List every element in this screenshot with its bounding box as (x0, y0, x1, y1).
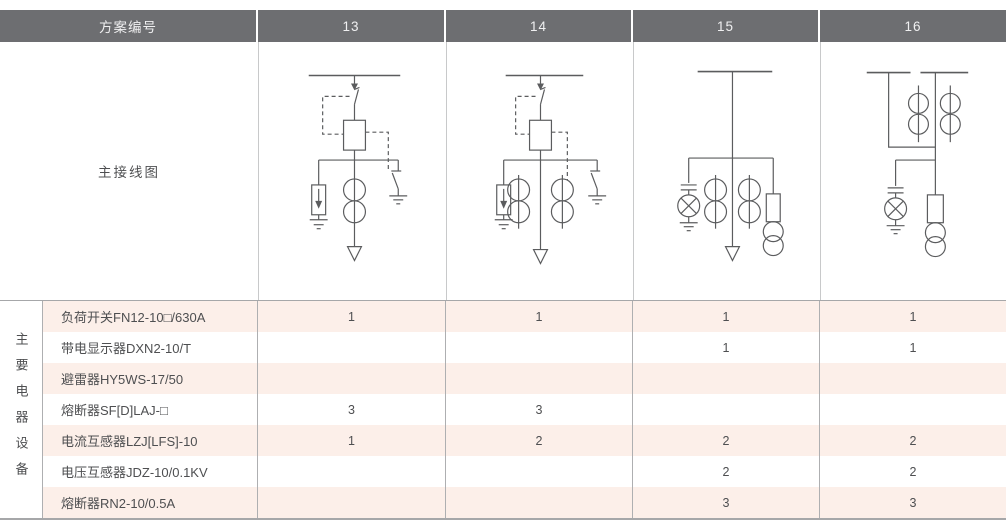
equipment-name: 熔断器RN2-10/0.5A (43, 487, 258, 518)
equipment-name: 带电显示器DXN2-10/T (43, 332, 258, 363)
main-wiring-diagram-row: 主接线图 (0, 42, 1006, 300)
load-switch-symbol (539, 86, 546, 121)
qty-cell: 1 (446, 301, 633, 332)
qty-cell: 3 (446, 394, 633, 425)
outgoing-feeder-arrow (724, 245, 741, 262)
qty-cell: 2 (633, 425, 820, 456)
qty-cell (258, 456, 446, 487)
qty-cell: 1 (820, 332, 1006, 363)
qty-cell: 3 (633, 487, 820, 518)
qty-cell (446, 332, 633, 363)
scheme-number-header: 方案编号 (0, 10, 258, 42)
current-transformer-symbol (939, 85, 961, 143)
live-display-symbol (884, 160, 908, 235)
equipment-name: 电流互感器LZJ[LFS]-10 (43, 425, 258, 456)
scheme-col-15: 15 (633, 10, 820, 42)
equipment-name: 电压互感器JDZ-10/0.1KV (43, 456, 258, 487)
current-transformer-symbol (907, 85, 930, 143)
qty-cell: 1 (258, 425, 446, 456)
fuse-symbol (342, 119, 367, 151)
earthing-switch-symbol (389, 160, 408, 205)
scheme-col-14: 14 (446, 10, 633, 42)
wiring-diagram-16 (866, 71, 969, 258)
qty-cell: 2 (633, 456, 820, 487)
scheme-table: 方案编号 13 14 15 16 主接线图 (0, 10, 1006, 520)
equipment-name: 避雷器HY5WS-17/50 (43, 363, 258, 394)
tie-line (888, 72, 936, 148)
qty-cell (258, 487, 446, 518)
diagram-cell-13 (258, 42, 446, 300)
qty-cell: 1 (258, 301, 446, 332)
outgoing-feeder-arrow (346, 245, 363, 262)
scheme-col-13: 13 (258, 10, 446, 42)
wiring-diagram-13 (308, 74, 408, 262)
fuse-symbol (926, 194, 944, 224)
incoming-arrow (537, 75, 544, 91)
qty-cell: 3 (820, 487, 1006, 518)
wiring-diagram-14 (494, 74, 607, 265)
qty-cell (258, 332, 446, 363)
qty-cell: 2 (820, 425, 1006, 456)
scheme-col-16: 16 (820, 10, 1006, 42)
surge-arrester-symbol (309, 160, 328, 230)
qty-cell: 1 (633, 332, 820, 363)
current-transformer-symbol (737, 174, 761, 229)
qty-cell (633, 394, 820, 425)
qty-cell (446, 487, 633, 518)
equipment-name: 负荷开关FN12-10□/630A (43, 301, 258, 332)
equipment-side-cell: 主要电器设备 (0, 301, 43, 518)
fuse-symbol (528, 119, 553, 151)
voltage-transformer-symbol (762, 221, 784, 257)
diagram-cell-14 (446, 42, 633, 300)
diagram-cell-16 (820, 42, 1006, 300)
load-switch-symbol (353, 86, 360, 121)
wiring-diagram-15 (677, 70, 784, 262)
qty-cell: 3 (258, 394, 446, 425)
qty-cell: 1 (633, 301, 820, 332)
fuse-symbol (765, 158, 781, 223)
qty-cell (446, 456, 633, 487)
qty-cell (820, 394, 1006, 425)
live-display-symbol (677, 158, 701, 232)
diagram-cell-15 (633, 42, 820, 300)
earthing-switch-symbol (588, 160, 607, 205)
current-transformer-symbol (342, 178, 367, 224)
voltage-transformer-symbol (924, 222, 946, 258)
qty-cell (633, 363, 820, 394)
equipment-table: 主要电器设备 负荷开关FN12-10□/630A 1 1 1 1 带电显示器DX… (0, 300, 1006, 520)
main-wiring-diagram-label: 主接线图 (98, 165, 160, 180)
incoming-arrow (351, 75, 358, 91)
qty-cell (446, 363, 633, 394)
qty-cell: 2 (446, 425, 633, 456)
surge-arrester-symbol (494, 160, 513, 230)
equipment-name: 熔断器SF[D]LAJ-□ (43, 394, 258, 425)
interlock-dashed-link (322, 95, 389, 171)
current-transformer-symbol (550, 174, 574, 229)
current-transformer-symbol (704, 174, 728, 229)
interlock-dashed-link (515, 95, 568, 180)
qty-cell: 1 (820, 301, 1006, 332)
table-header: 方案编号 13 14 15 16 (0, 10, 1006, 42)
current-transformer-symbol (507, 174, 531, 229)
qty-cell (820, 363, 1006, 394)
equipment-side-label: 主要电器设备 (13, 331, 29, 488)
qty-cell (258, 363, 446, 394)
outgoing-feeder-arrow (532, 248, 549, 265)
qty-cell: 2 (820, 456, 1006, 487)
